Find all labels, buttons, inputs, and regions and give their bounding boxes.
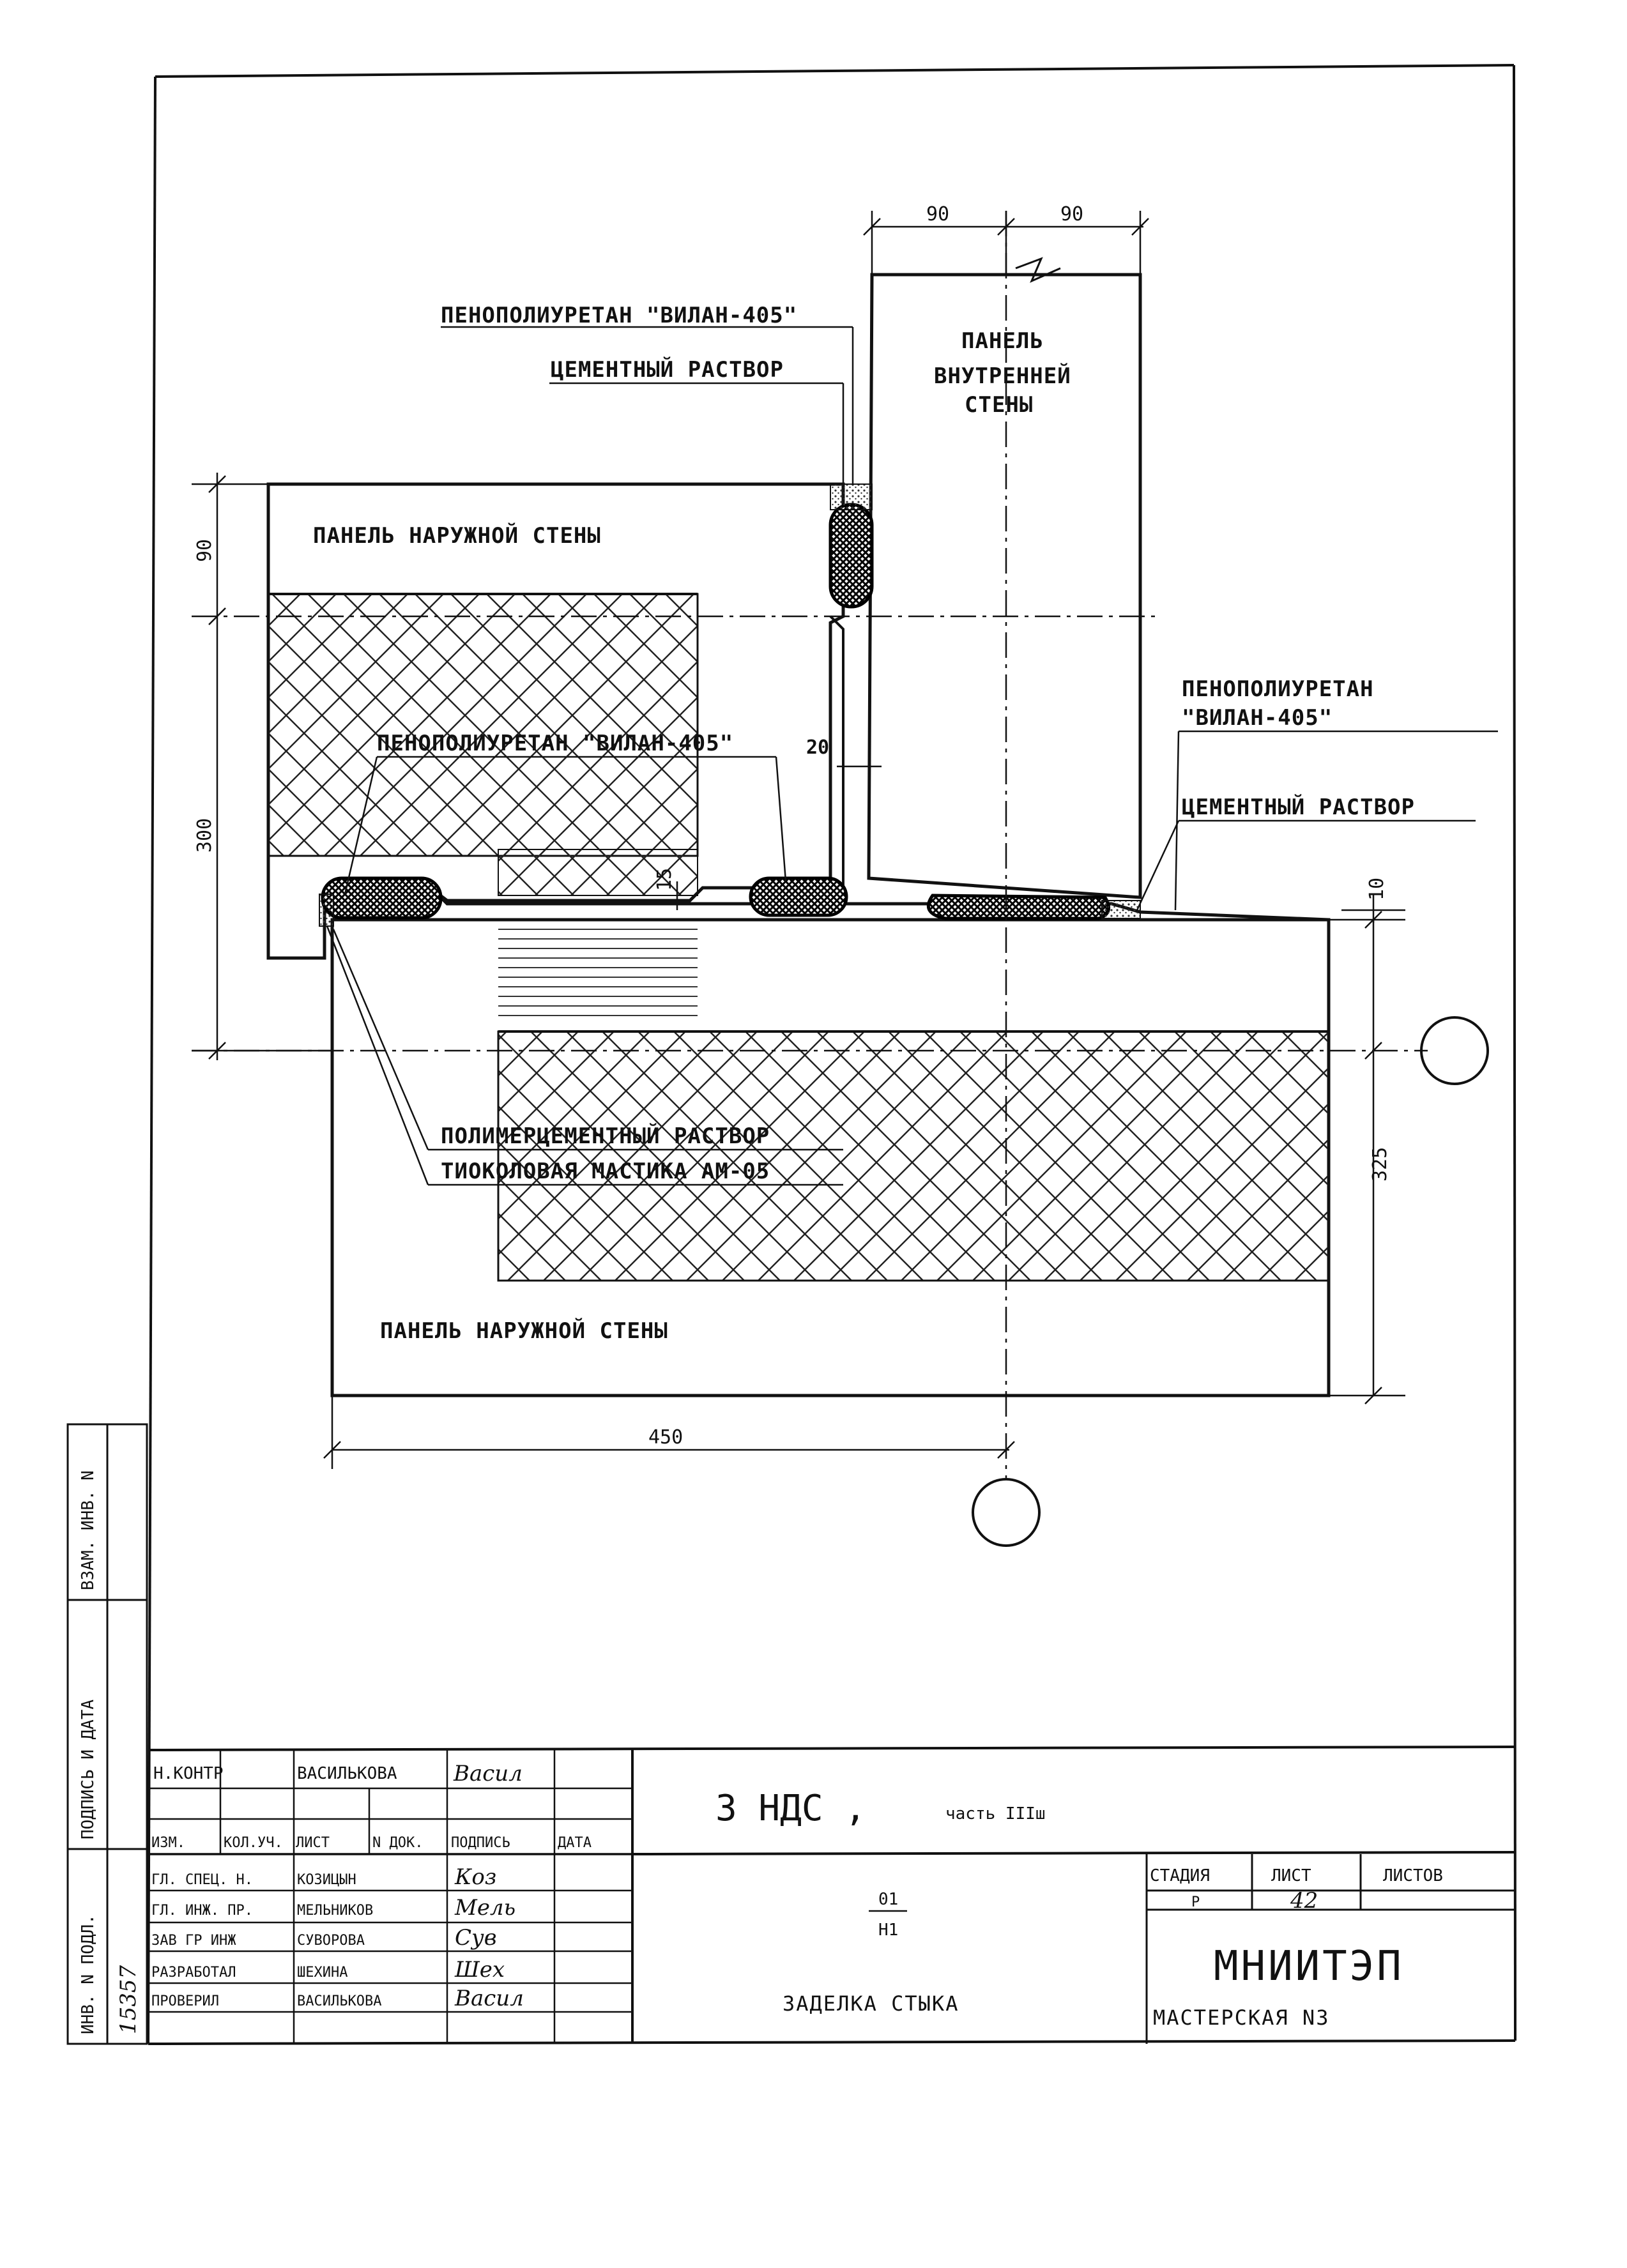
dim-90-a: 90 xyxy=(926,203,949,225)
tb-project: 3 НДС , xyxy=(715,1788,866,1829)
tb-row-name: КОЗИЦЫН xyxy=(297,1872,356,1888)
label-inner-panel-2: ВНУТРЕННЕЙ xyxy=(934,363,1071,389)
tb-row-role: ГЛ. ИНЖ. ПР. xyxy=(151,1903,253,1919)
tb-row-sig: Васил xyxy=(454,1986,524,2011)
tb-row-sig: Коз xyxy=(454,1864,496,1890)
tb-header-cell: ПОДПИСЬ xyxy=(451,1835,510,1851)
title-block-headers: ИЗМ. КОЛ.УЧ. ЛИСТ N ДОК. ПОДПИСЬ ДАТА xyxy=(151,1835,592,1851)
dim-15: 15 xyxy=(653,868,676,891)
tb-row-sig: Сув xyxy=(455,1925,497,1951)
label-cement-top: ЦЕМЕНТНЫЙ РАСТВОР xyxy=(551,356,784,383)
tb-org: МНИИТЭП xyxy=(1214,1943,1404,1990)
tb-header-cell: ДАТА xyxy=(558,1835,592,1851)
drawing-frame xyxy=(147,64,1516,2045)
label-cement-right: ЦЕМЕНТНЫЙ РАСТВОР xyxy=(1182,794,1415,820)
tb-header-cell: ИЗМ. xyxy=(151,1835,185,1851)
bead-left xyxy=(321,876,443,920)
label-foam-right-1: ПЕНОПОЛИУРЕТАН xyxy=(1182,676,1374,702)
tb-row-sig: Шех xyxy=(454,1957,505,1983)
tb-row-role: РАЗРАБОТАЛ xyxy=(151,1965,236,1981)
dim-325: 325 xyxy=(1369,1147,1391,1182)
dim-90-left: 90 xyxy=(194,539,216,562)
dim-300: 300 xyxy=(194,818,216,853)
axis-lines xyxy=(192,211,1428,1479)
dim-20: 20 xyxy=(806,736,829,759)
label-inner-panel-1: ПАНЕЛЬ xyxy=(961,328,1044,354)
tb-title: ЗАДЕЛКА СТЫКА xyxy=(783,1991,959,2016)
cement-right-strip xyxy=(1101,900,1141,919)
dimension-lines xyxy=(192,211,1405,1469)
tb-code-bottom: Н1 xyxy=(878,1921,898,1940)
axis-circle-right xyxy=(1420,1016,1489,1085)
tb-row-name: МЕЛЬНИКОВ xyxy=(297,1903,373,1919)
dim-10: 10 xyxy=(1366,878,1388,901)
insulation-lower xyxy=(497,1030,1330,1282)
label-foam-top: ПЕНОПОЛИУРЕТАН "ВИЛАН-405" xyxy=(441,303,797,328)
side-vzam: ВЗАМ. ИНВ. N xyxy=(79,1470,98,1590)
axis-markers xyxy=(972,1016,1489,1547)
tb-code-top: 01 xyxy=(878,1890,898,1909)
tb-sheet-value: 42 xyxy=(1290,1888,1318,1914)
insulation-upper-lower xyxy=(498,849,698,896)
tb-row-name: СУВОРОВА xyxy=(297,1933,365,1949)
label-outer-panel-bottom: ПАНЕЛЬ НАРУЖНОЙ СТЕНЫ xyxy=(380,1318,668,1344)
tb-stage-value: Р xyxy=(1191,1894,1200,1910)
tb-row-role: ЗАВ ГР ИНЖ xyxy=(151,1933,236,1949)
tb-row-name: ВАСИЛЬКОВА xyxy=(297,1993,381,2009)
tb-row-role: ГЛ. СПЕЦ. Н. xyxy=(151,1872,253,1888)
bead-middle xyxy=(749,876,848,917)
tb-part: часть IIIш xyxy=(945,1804,1046,1823)
thiokol-mastic xyxy=(319,894,334,927)
axis-circle-bottom xyxy=(972,1478,1041,1547)
outer-wall-panel-upper xyxy=(266,482,845,960)
dim-450: 450 xyxy=(648,1426,683,1449)
cement-top-vertical xyxy=(830,483,873,510)
insulation-upper xyxy=(267,593,699,857)
tb-header-cell: КОЛ.УЧ. xyxy=(224,1835,283,1851)
tb-row-role: ПРОВЕРИЛ xyxy=(151,1993,219,2009)
side-inv: ИНВ. N ПОДЛ. xyxy=(79,1914,98,2034)
label-inner-panel-3: СТЕНЫ xyxy=(965,392,1033,418)
tb-sheets-label: ЛИСТОВ xyxy=(1383,1866,1443,1885)
label-polymer-cement: ПОЛИМЕРЦЕМЕНТНЫЙ РАСТВОР xyxy=(441,1123,770,1149)
title-block xyxy=(148,1746,1516,2044)
tb-sheet-label: ЛИСТ xyxy=(1271,1866,1311,1885)
side-strip: ВЗАМ. ИНВ. N ПОДПИСЬ И ДАТА ИНВ. N ПОДЛ.… xyxy=(66,1423,148,2045)
label-foam-mid: ПЕНОПОЛИУРЕТАН "ВИЛАН-405" xyxy=(377,731,733,756)
tb-nkontr-sig: Васил xyxy=(453,1761,523,1786)
polymer-cement-layers xyxy=(498,929,698,1016)
tb-stage-label: СТАДИЯ xyxy=(1150,1866,1210,1885)
side-podpis: ПОДПИСЬ И ДАТА xyxy=(79,1700,98,1839)
tb-workshop: МАСТЕРСКАЯ N3 xyxy=(1153,2005,1329,2030)
inner-wall-panel xyxy=(867,257,1142,899)
bead-right xyxy=(926,894,1111,920)
sealant-beads xyxy=(319,483,1141,927)
label-outer-panel-top: ПАНЕЛЬ НАРУЖНОЙ СТЕНЫ xyxy=(313,522,601,549)
dim-90-b: 90 xyxy=(1060,203,1083,225)
label-thiokol: ТИОКОЛОВАЯ МАСТИКА АМ-05 xyxy=(441,1159,770,1184)
tb-header-cell: N ДОК. xyxy=(372,1835,423,1851)
tb-nkontr-role: Н.КОНТР xyxy=(153,1764,224,1783)
label-foam-right-2: "ВИЛАН-405" xyxy=(1182,705,1333,731)
tb-nkontr-name: ВАСИЛЬКОВА xyxy=(297,1764,397,1783)
tb-row-sig: Мель xyxy=(454,1895,516,1921)
tb-row-name: ШЕХИНА xyxy=(297,1965,348,1981)
leader-lines xyxy=(326,326,1498,1186)
side-inv-value: 15357 xyxy=(116,1965,141,2034)
tb-header-cell: ЛИСТ xyxy=(296,1835,330,1851)
bead-vertical xyxy=(829,503,874,609)
